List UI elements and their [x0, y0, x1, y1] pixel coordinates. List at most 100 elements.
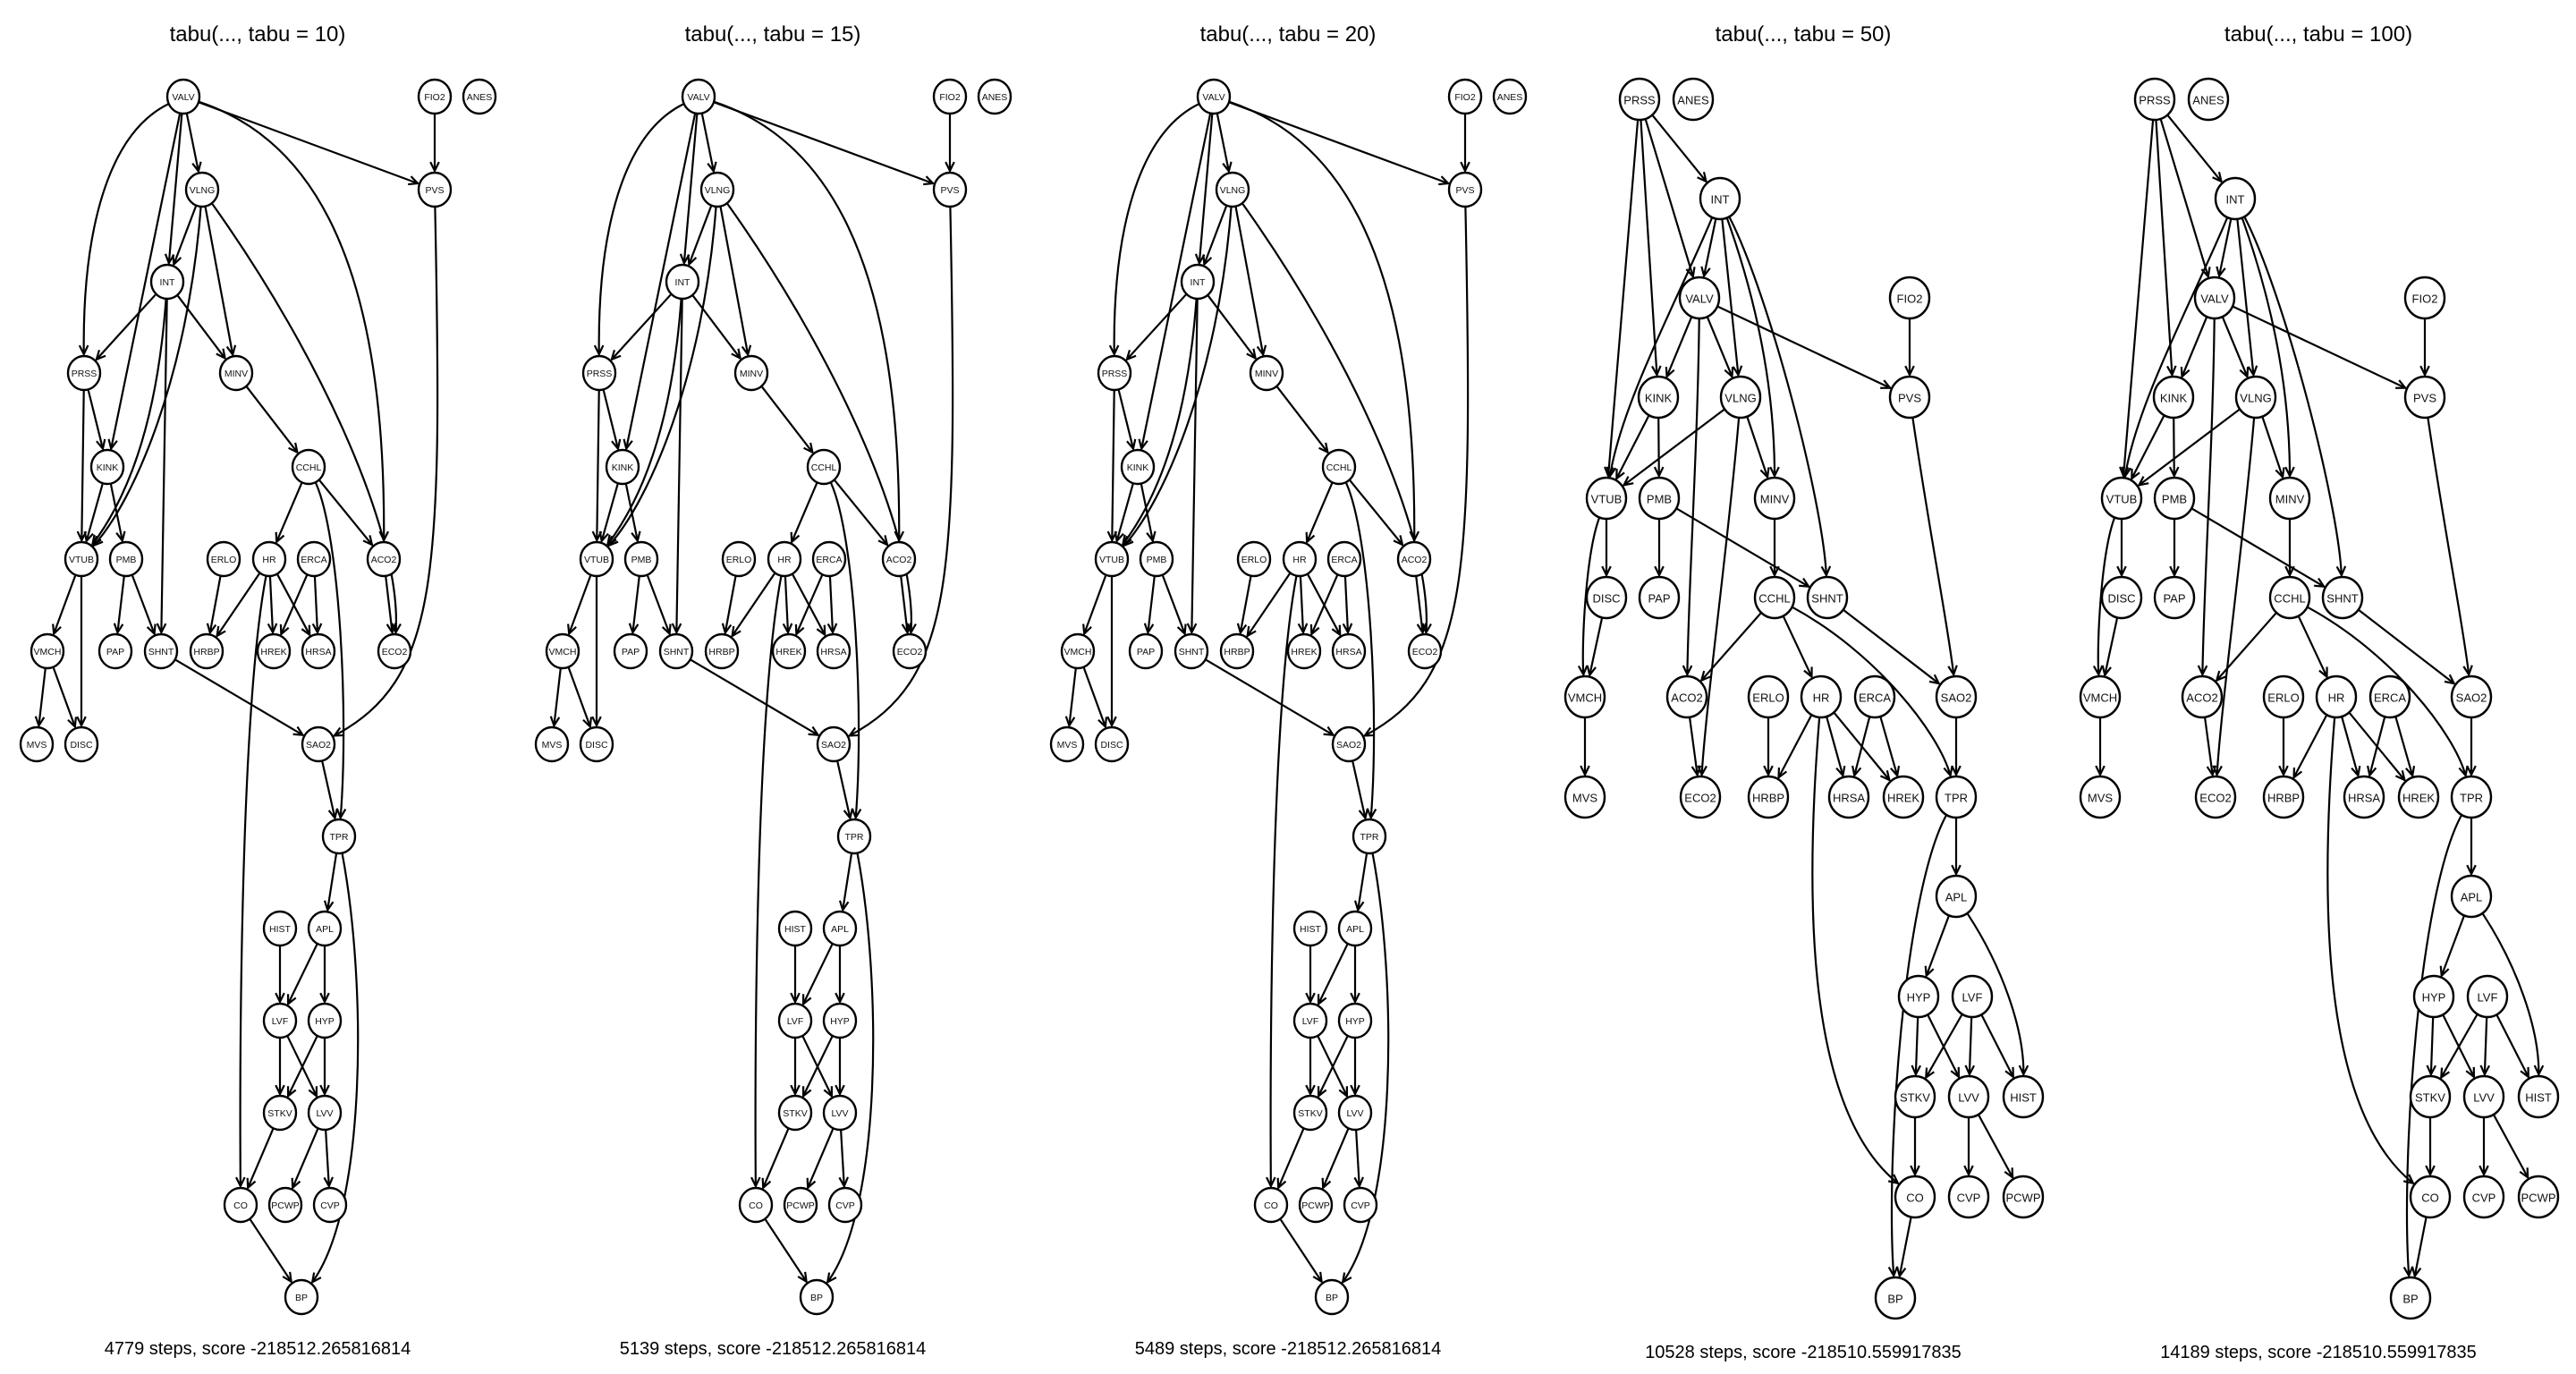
- edge-line: [1357, 853, 1368, 911]
- node-circle: [806, 448, 842, 486]
- node-circle: [2466, 974, 2509, 1019]
- edge-line: [807, 1128, 835, 1189]
- node-circle: [2403, 375, 2446, 420]
- node-circle: [827, 1186, 863, 1224]
- edge-erlo-hrbp: [206, 576, 222, 635]
- node-kink: KINK: [1637, 375, 1680, 420]
- edge-lvf-lvv: [2479, 1017, 2491, 1077]
- node-label: SHNT: [664, 647, 690, 657]
- node-circle: [1337, 1002, 1373, 1039]
- edge-vtub-vmch: [1082, 575, 1107, 636]
- node-aco2: ACO2: [366, 540, 402, 578]
- arrowhead: [1126, 438, 1137, 452]
- arrowhead: [2402, 1266, 2414, 1278]
- edge-erca-hrsa: [1852, 717, 1871, 778]
- edge-line: [2440, 915, 2465, 977]
- edge-line: [2341, 717, 2360, 776]
- edge-minv-cchl: [246, 386, 299, 454]
- node-label: HIST: [2010, 1091, 2037, 1105]
- node-label: BP: [295, 1293, 308, 1303]
- edge-valv-prss: [1108, 103, 1199, 357]
- edge-shnt-sao2: [175, 658, 305, 736]
- edge-cchl-aco2: [1349, 479, 1404, 547]
- node-label: STKV: [2415, 1091, 2445, 1105]
- edge-valv-int: [1194, 114, 1214, 266]
- arrowhead: [1799, 577, 1811, 588]
- arrowhead: [2168, 466, 2180, 479]
- arrowhead: [1305, 1084, 1316, 1097]
- node-label: HR: [777, 555, 792, 565]
- edge-tpr-apl: [1353, 853, 1368, 912]
- node-label: MVS: [542, 740, 563, 751]
- node-pcwp: PCWP: [2002, 1175, 2045, 1219]
- edge-aco2-eco2: [385, 576, 397, 635]
- edge-pmb-pap: [2169, 520, 2180, 578]
- edge-line: [2405, 815, 2462, 1276]
- node-erca: ERCA: [2368, 674, 2411, 719]
- edge-hr-hrsa: [1826, 717, 1846, 778]
- edge-int-shnt: [1728, 216, 1832, 578]
- edge-prss-vtub: [1604, 120, 1640, 479]
- node-label: HYP: [830, 1016, 850, 1027]
- edge-erca-hrsa: [2367, 717, 2386, 778]
- node-circle: [892, 632, 928, 670]
- edge-valv-int: [679, 114, 699, 266]
- node-circle: [377, 632, 412, 670]
- edge-line: [1665, 317, 1692, 377]
- edge-line: [80, 390, 85, 541]
- arrowhead: [1186, 623, 1198, 635]
- edge-kink-vtub: [83, 483, 104, 544]
- edge-line: [840, 1130, 845, 1187]
- arrowhead: [1697, 171, 1708, 183]
- node-vtub: VTUB: [64, 540, 99, 578]
- edge-line: [1843, 609, 1940, 685]
- node-hrek: HREK: [256, 632, 292, 670]
- node-circle: [2450, 775, 2493, 819]
- edge-vmch-mvs: [549, 668, 562, 728]
- node-label: ACO2: [886, 555, 912, 565]
- edge-vmch-mvs: [1580, 718, 1590, 777]
- edge-int-valv: [1700, 219, 1717, 279]
- node-fio2: FIO2: [2403, 276, 2446, 320]
- arrowhead: [319, 992, 330, 1005]
- edge-stkv-co: [2425, 1118, 2436, 1177]
- edge-prss-vtub: [591, 390, 603, 543]
- edge-prss-kink: [1640, 120, 1662, 377]
- edge-vlng-int: [687, 206, 712, 267]
- edge-valv-pvs: [714, 101, 936, 186]
- node-label: VLNG: [1724, 392, 1756, 405]
- node-label: HYP: [315, 1016, 335, 1027]
- edge-line: [691, 294, 741, 360]
- edge-valv-aco2: [2197, 318, 2216, 677]
- edge-line: [647, 575, 671, 634]
- node-label: HRSA: [1335, 647, 1361, 657]
- edge-apl-hyp: [835, 946, 845, 1005]
- node-label: HRSA: [1833, 792, 1865, 805]
- edge-line: [611, 293, 672, 360]
- edge-line: [2483, 1017, 2488, 1075]
- edge-line: [1234, 207, 1265, 355]
- node-circle: [2397, 775, 2440, 819]
- node-label: FIO2: [1897, 293, 1923, 306]
- edge-line: [1676, 507, 1809, 588]
- node-circle: [721, 540, 757, 578]
- edge-valv-kink: [107, 114, 182, 451]
- arrowhead: [267, 623, 278, 635]
- panel-title: tabu(..., tabu = 15): [685, 22, 861, 47]
- edge-erlo-hrbp: [721, 576, 737, 635]
- node-label: MINV: [2275, 493, 2305, 506]
- edge-valv-vlng: [1707, 317, 1734, 379]
- node-fio2: FIO2: [1888, 276, 1931, 320]
- arrowhead: [838, 1176, 849, 1189]
- node-label: VALV: [172, 92, 194, 103]
- node-circle: [218, 354, 254, 392]
- node-circle: [206, 540, 242, 578]
- node-circle: [1563, 674, 1606, 719]
- node-label: FIO2: [2412, 293, 2438, 306]
- node-circle: [1585, 575, 1628, 620]
- arrowhead: [246, 1177, 257, 1191]
- edge-layer: [34, 101, 440, 1285]
